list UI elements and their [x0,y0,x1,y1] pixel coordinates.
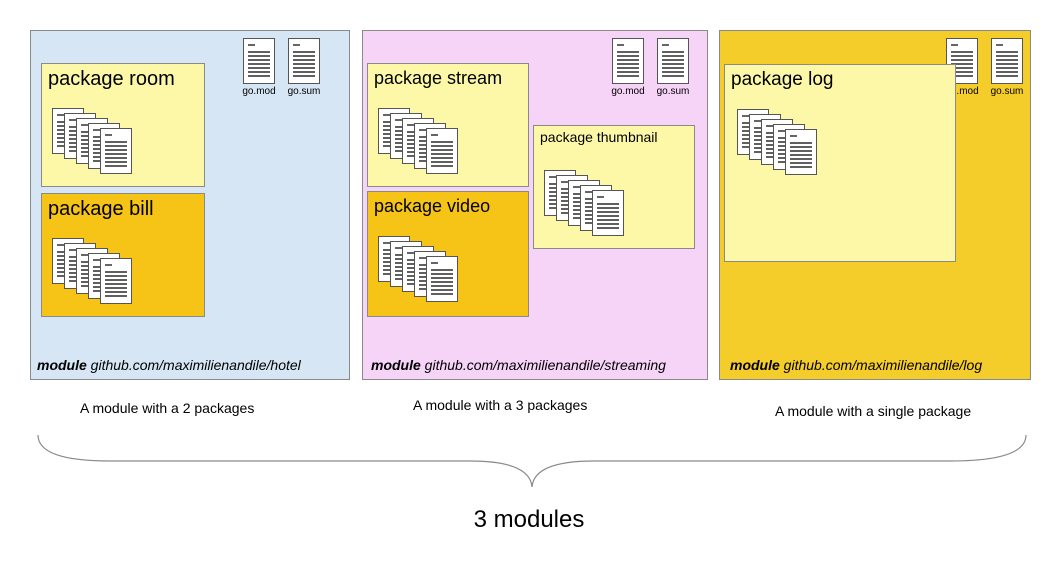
summary-label: 3 modules [473,506,585,533]
package-room: package room [41,63,205,187]
module-keyword: module [730,357,780,373]
package-thumbnail: package thumbnail [533,125,695,249]
go-sum-label: go.sum [990,86,1024,97]
go-files-icon [378,108,462,178]
caption-log: A module with a single package [775,403,972,419]
go-mod-label: go.mod [242,86,276,97]
curly-brace-icon [37,434,1027,488]
module-path: github.com/maximilienandile/streaming [420,357,666,373]
module-hotel: go.mod go.sum package room package bill … [30,30,350,380]
go-mod-file: go.mod [944,38,980,97]
caption-hotel: A module with a 2 packages [80,400,255,416]
module-path-label: module github.com/maximilienandile/hotel [37,357,301,373]
module-path-label: module github.com/maximilienandile/log [730,357,982,373]
package-bill: package bill [41,193,205,317]
go-mod-file: go.mod [241,38,277,97]
document-icon [991,38,1023,84]
go-sum-file: go.sum [286,38,322,97]
module-path: github.com/maximilienandile/hotel [86,357,301,373]
package-title: package thumbnail [540,129,658,145]
module-keyword: module [371,357,421,373]
go-mod-file: go.mod [610,38,646,97]
package-log: package log [724,64,956,262]
module-keyword: module [37,357,87,373]
module-log: go.mod go.sum package log module github.… [719,30,1031,380]
caption-streaming: A module with a 3 packages [413,397,588,413]
document-icon [243,38,275,84]
go-sum-label: go.sum [656,86,690,97]
go-files-icon [378,236,462,306]
module-path: github.com/maximilienandile/log [779,357,983,373]
go-files-icon [544,170,628,240]
package-stream: package stream [367,63,529,187]
module-streaming: go.mod go.sum package stream package thu… [362,30,708,380]
go-sum-file: go.sum [989,38,1025,97]
go-mod-label: go.mod [945,86,979,97]
module-path-label: module github.com/maximilienandile/strea… [371,357,666,373]
go-sum-label: go.sum [287,86,321,97]
go-files-icon [52,238,136,308]
package-video: package video [367,191,529,317]
document-icon [612,38,644,84]
document-icon [288,38,320,84]
go-sum-file: go.sum [655,38,691,97]
go-files-icon [52,108,136,178]
document-icon [657,38,689,84]
package-title: package bill [48,198,154,220]
package-title: package video [374,196,491,216]
package-title: package room [48,68,175,90]
package-title: package log [731,69,834,90]
go-mod-label: go.mod [611,86,645,97]
package-title: package stream [374,68,503,88]
go-files-icon [737,109,821,179]
